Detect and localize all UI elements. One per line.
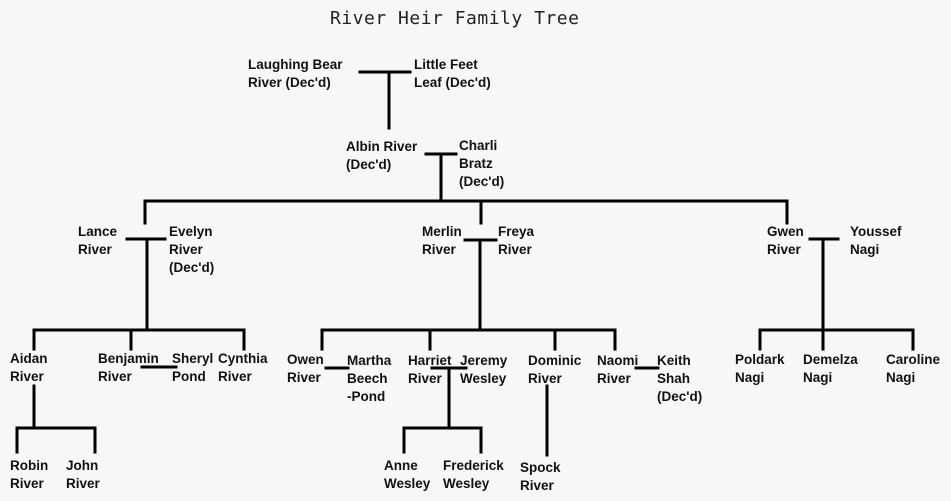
name-line: Robin: [10, 458, 49, 473]
name-line: River: [218, 369, 252, 384]
name-line: Charli: [459, 138, 498, 153]
person-jeremy: Jeremy Wesley: [460, 352, 507, 388]
name-line: River (Dec'd): [248, 75, 331, 90]
name-line: Beech: [347, 371, 388, 386]
name-line: -Pond: [347, 389, 386, 404]
person-owen: Owen River: [287, 351, 324, 387]
name-line: Youssef: [850, 224, 902, 239]
name-line: Wesley: [384, 476, 431, 491]
person-naomi: Naomi River: [597, 352, 638, 388]
name-line: Dominic: [528, 353, 582, 368]
person-youssef: Youssef Nagi: [850, 223, 902, 259]
name-line: River: [597, 371, 631, 386]
name-line: John: [66, 458, 99, 473]
name-line: Keith: [657, 353, 691, 368]
person-charli: Charli Bratz (Dec'd): [459, 137, 504, 191]
person-dominic: Dominic River: [528, 352, 581, 388]
person-keith: Keith Shah (Dec'd): [657, 352, 702, 406]
name-line: Frederick: [443, 458, 504, 473]
name-line: River: [10, 369, 44, 384]
name-line: Lance: [78, 224, 118, 239]
person-laughing-bear: Laughing Bear River (Dec'd): [248, 56, 343, 92]
person-little-feet: Little Feet Leaf (Dec'd): [414, 56, 491, 92]
name-line: River: [287, 370, 321, 385]
person-caroline: Caroline Nagi: [886, 351, 940, 387]
name-line: Sheryl: [172, 351, 214, 366]
name-line: Albin River: [346, 139, 418, 154]
name-line: (Dec'd): [459, 174, 505, 189]
person-freya: Freya River: [498, 223, 534, 259]
name-line: Anne: [384, 458, 418, 473]
name-line: River: [498, 242, 532, 257]
name-line: Demelza: [803, 352, 858, 367]
person-john: John River: [66, 457, 100, 493]
name-line: Evelyn: [169, 224, 213, 239]
name-line: River: [98, 369, 132, 384]
name-line: Gwen: [767, 224, 804, 239]
person-aidan: Aidan River: [10, 350, 48, 386]
name-line: Wesley: [443, 476, 490, 491]
person-albin: Albin River (Dec'd): [346, 138, 417, 174]
person-poldark: Poldark Nagi: [735, 351, 785, 387]
person-anne: Anne Wesley: [384, 457, 430, 493]
person-sheryl: Sheryl Pond: [172, 350, 213, 386]
person-robin: Robin River: [10, 457, 48, 493]
name-line: Pond: [172, 369, 206, 384]
name-line: River: [66, 476, 100, 491]
name-line: River: [10, 476, 44, 491]
name-line: River: [422, 242, 456, 257]
name-line: River: [520, 478, 554, 493]
name-line: River: [767, 242, 801, 257]
person-demelza: Demelza Nagi: [803, 351, 858, 387]
person-martha: Martha Beech -Pond: [347, 352, 391, 406]
name-line: Jeremy: [460, 353, 508, 368]
name-line: Shah: [657, 371, 691, 386]
person-gwen: Gwen River: [767, 223, 804, 259]
name-line: River: [408, 371, 442, 386]
name-line: Little Feet: [414, 57, 478, 72]
name-line: River: [169, 242, 203, 257]
name-line: Poldark: [735, 352, 785, 367]
name-line: (Dec'd): [657, 389, 703, 404]
name-line: Nagi: [850, 242, 880, 257]
name-line: Spock: [520, 460, 561, 475]
name-line: Freya: [498, 224, 535, 239]
name-line: Harriet: [408, 353, 452, 368]
person-frederick: Frederick Wesley: [443, 457, 504, 493]
name-line: Wesley: [460, 371, 507, 386]
name-line: River: [528, 371, 562, 386]
person-harriet: Harriet River: [408, 352, 452, 388]
name-line: Nagi: [886, 370, 916, 385]
name-line: Nagi: [803, 370, 833, 385]
name-line: Nagi: [735, 370, 765, 385]
person-cynthia: Cynthia River: [218, 350, 268, 386]
name-line: Cynthia: [218, 351, 268, 366]
name-line: Owen: [287, 352, 324, 367]
person-merlin: Merlin River: [422, 223, 462, 259]
name-line: River: [78, 242, 112, 257]
name-line: Caroline: [886, 352, 941, 367]
person-spock: Spock River: [520, 459, 561, 495]
name-line: Benjamin: [98, 351, 159, 366]
name-line: (Dec'd): [169, 260, 215, 275]
name-line: Merlin: [422, 224, 462, 239]
name-line: Aidan: [10, 351, 48, 366]
person-evelyn: Evelyn River (Dec'd): [169, 223, 214, 277]
name-line: Laughing Bear: [248, 57, 343, 72]
name-line: Leaf (Dec'd): [414, 75, 491, 90]
person-lance: Lance River: [78, 223, 117, 259]
name-line: Naomi: [597, 353, 639, 368]
name-line: (Dec'd): [346, 157, 392, 172]
name-line: Martha: [347, 353, 392, 368]
person-benjamin: Benjamin River: [98, 350, 159, 386]
page-title: River Heir Family Tree: [330, 8, 580, 29]
name-line: Bratz: [459, 156, 493, 171]
